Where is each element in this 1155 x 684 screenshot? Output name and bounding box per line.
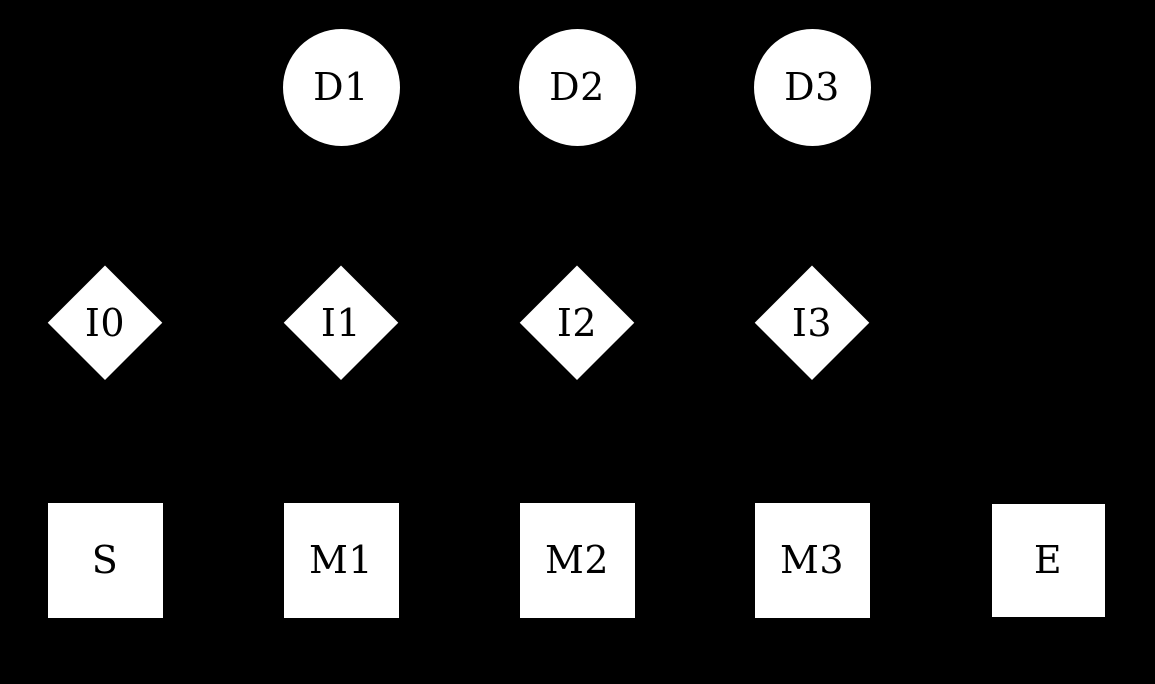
node-i3[interactable]: I3 bbox=[754, 265, 870, 381]
node-label: D1 bbox=[313, 65, 369, 109]
node-label: E bbox=[1033, 538, 1063, 582]
node-i1[interactable]: I1 bbox=[283, 265, 399, 381]
node-d1[interactable]: D1 bbox=[282, 28, 400, 146]
node-label: D3 bbox=[784, 65, 840, 109]
node-label: M1 bbox=[308, 538, 374, 582]
node-m3[interactable]: M3 bbox=[754, 502, 870, 618]
node-i0[interactable]: I0 bbox=[47, 265, 163, 381]
node-label-wrap: I0 bbox=[48, 266, 163, 381]
node-label: M3 bbox=[779, 538, 845, 582]
node-label: I3 bbox=[791, 301, 833, 345]
node-m2[interactable]: M2 bbox=[519, 502, 635, 618]
node-m1[interactable]: M1 bbox=[283, 502, 399, 618]
node-label: I2 bbox=[556, 301, 598, 345]
node-label: I0 bbox=[84, 301, 126, 345]
node-e[interactable]: E bbox=[991, 503, 1105, 617]
node-label: M2 bbox=[544, 538, 610, 582]
node-label-wrap: I1 bbox=[284, 266, 399, 381]
node-d2[interactable]: D2 bbox=[518, 28, 636, 146]
node-label: D2 bbox=[549, 65, 605, 109]
node-i2[interactable]: I2 bbox=[519, 265, 635, 381]
node-s[interactable]: S bbox=[47, 502, 163, 618]
node-label: S bbox=[91, 538, 119, 582]
node-label-wrap: I2 bbox=[520, 266, 635, 381]
node-d3[interactable]: D3 bbox=[753, 28, 871, 146]
node-label-wrap: I3 bbox=[755, 266, 870, 381]
node-label: I1 bbox=[320, 301, 362, 345]
